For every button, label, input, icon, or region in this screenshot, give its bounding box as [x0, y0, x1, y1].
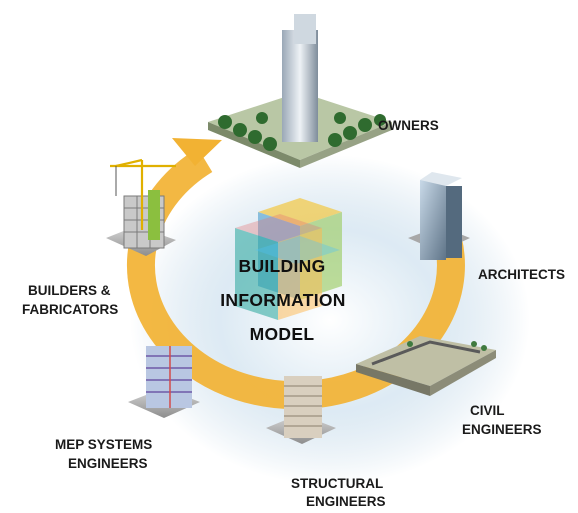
center-title-line1: BUILDING	[238, 256, 326, 276]
civil-engineers-label-line1: CIVIL	[470, 403, 505, 418]
builders-fabricators-label-line1: BUILDERS &	[28, 283, 111, 298]
mep-building-illustration	[128, 346, 200, 418]
architects-label: ARCHITECTS	[478, 267, 565, 282]
mep-engineers-label-line1: MEP SYSTEMS	[55, 437, 153, 452]
structural-engineers-label-line2: ENGINEERS	[306, 494, 386, 509]
bim-cube-icon	[235, 198, 342, 320]
builders-construction-illustration	[106, 158, 176, 256]
builders-fabricators-label-line2: FABRICATORS	[22, 302, 119, 317]
structural-engineers-label-line1: STRUCTURAL	[291, 476, 384, 491]
center-title-line3: MODEL	[249, 324, 315, 344]
civil-engineers-label-line2: ENGINEERS	[462, 422, 542, 437]
owners-label: OWNERS	[378, 118, 439, 133]
civil-site-illustration	[356, 336, 496, 396]
owners-building-illustration	[208, 14, 392, 168]
mep-engineers-label-line2: ENGINEERS	[68, 456, 148, 471]
center-title-line2: INFORMATION	[220, 290, 346, 310]
architects-building-illustration	[408, 172, 470, 260]
structural-building-illustration	[266, 376, 336, 444]
